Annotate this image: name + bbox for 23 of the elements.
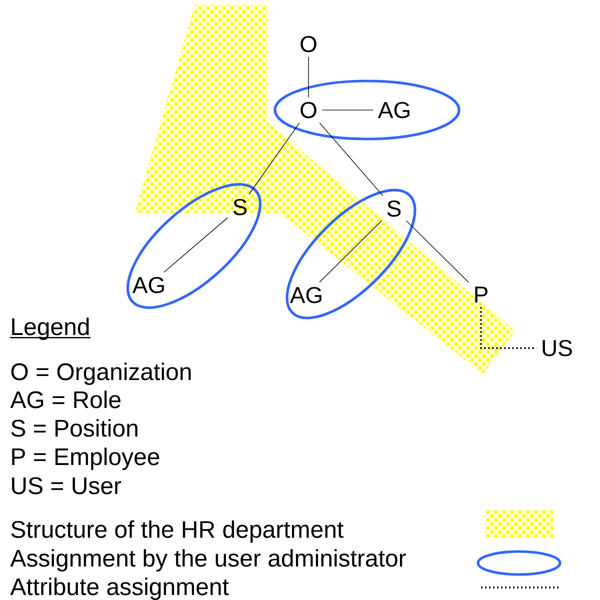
- key-text: US = User: [12, 477, 122, 494]
- connector-line: [308, 56, 309, 98]
- node-label: P: [475, 286, 488, 302]
- node-label: O: [300, 102, 316, 118]
- node-label: AG: [378, 102, 410, 118]
- connector-line: [164, 217, 228, 273]
- key-text: P = Employee: [12, 448, 160, 470]
- node-label: O: [300, 36, 316, 52]
- connector-line: [319, 220, 382, 283]
- node-label: S: [387, 200, 401, 217]
- ellipse: [274, 80, 460, 140]
- legend-text: Structure of the HR department: [11, 520, 344, 543]
- legend-title: Legend: [10, 318, 90, 340]
- key-text: S = Position: [11, 419, 138, 437]
- connector-line: [406, 220, 469, 283]
- node-label: AG: [132, 276, 164, 294]
- legend-text: Assignment by the user administrator: [10, 549, 406, 572]
- node-label: US: [542, 340, 572, 356]
- node-label: AG: [290, 286, 322, 304]
- connector-line: [319, 122, 384, 196]
- key-text: AG = Role: [10, 390, 120, 408]
- legend-text: Attribute assignment: [10, 578, 229, 600]
- key-text: O = Organization: [11, 362, 191, 385]
